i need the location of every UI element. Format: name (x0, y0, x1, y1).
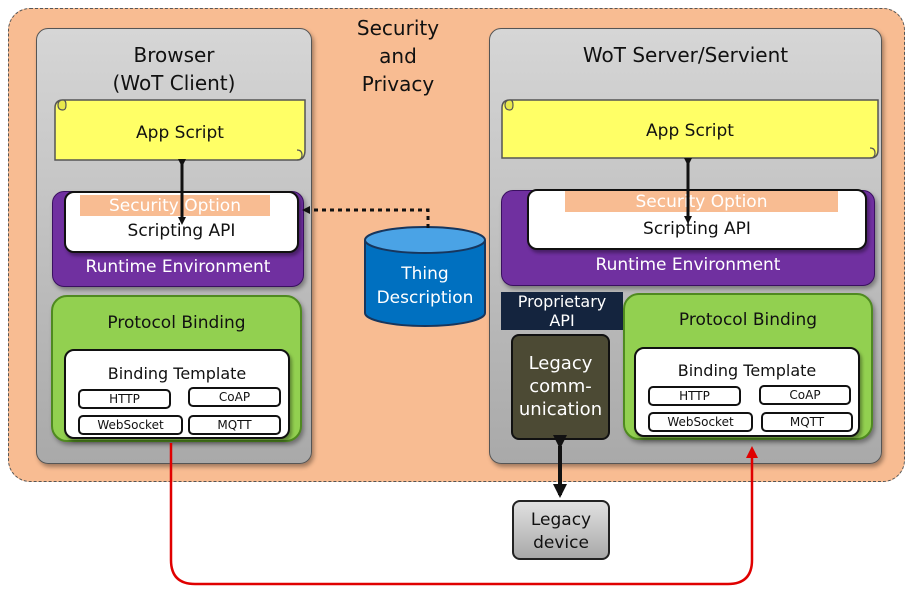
server-binding-template-label: Binding Template (677, 361, 817, 380)
browser-mqtt-chip: MQTT (188, 415, 281, 435)
browser-protocol-binding-label: Protocol Binding (107, 313, 246, 333)
red-protocol-link (169, 443, 758, 586)
server-title: WoT Server/Servient (582, 43, 789, 67)
browser-scripting-api-label: Scripting API (127, 221, 236, 241)
thing-description-cylinder (364, 226, 486, 327)
server-mqtt-chip: MQTT (761, 412, 853, 432)
proprietary-api-box: Proprietary API (501, 292, 623, 330)
browser-app-script-scroll (54, 99, 306, 161)
legacy-communication-box: Legacy comm- unication (511, 334, 610, 440)
browser-http-chip: HTTP (78, 389, 171, 409)
browser-app-script-label: App Script (136, 123, 224, 143)
server-app-script-label: App Script (646, 121, 734, 141)
thing-description-label: Thing Description (376, 264, 474, 308)
thing-description-dotted-arrow (302, 206, 430, 228)
browser-security-option: Security Option (80, 195, 270, 216)
server-security-option: Security Option (565, 191, 838, 212)
server-coap-chip: CoAP (759, 385, 851, 405)
browser-coap-chip: CoAP (188, 387, 281, 407)
legacy-device-box: Legacy device (512, 500, 610, 560)
server-http-chip: HTTP (648, 386, 741, 406)
server-websocket-chip: WebSocket (648, 412, 753, 432)
security-privacy-label: Security and Privacy (356, 16, 440, 96)
server-app-script-scroll (501, 99, 879, 159)
browser-binding-template-label: Binding Template (107, 364, 247, 383)
server-runtime-label: Runtime Environment (595, 255, 781, 275)
browser-title: Browser (WoT Client) (112, 43, 236, 95)
browser-websocket-chip: WebSocket (78, 415, 183, 435)
browser-runtime-label: Runtime Environment (85, 257, 271, 277)
server-scripting-api-label: Scripting API (643, 219, 751, 239)
server-protocol-binding-label: Protocol Binding (678, 310, 818, 330)
